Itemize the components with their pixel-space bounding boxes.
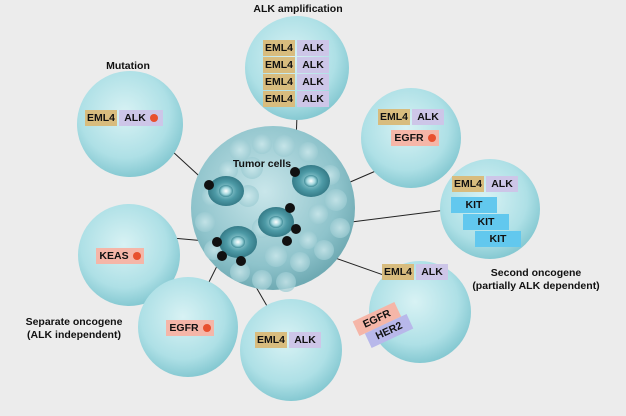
gene-kit: KIT: [451, 197, 497, 213]
gene-alk: ALK: [486, 176, 518, 192]
gene-eml4: EML4: [263, 57, 295, 73]
gene-alk: ALK: [297, 57, 329, 73]
gene-eml4: EML4: [85, 110, 117, 126]
gene-alk: ALK: [297, 40, 329, 56]
gene-eml4: EML4: [452, 176, 484, 192]
gene-eml4: EML4: [382, 264, 414, 280]
gene-alk-mutated: ALK: [119, 110, 163, 126]
gene-kit: KIT: [463, 214, 509, 230]
label-alk-amplification: ALK amplification: [253, 3, 343, 15]
label-mutation: Mutation: [106, 60, 150, 72]
gene-egfr-label: EGFR: [169, 322, 199, 334]
gene-eml4: EML4: [263, 74, 295, 90]
gene-keas-label: KEAS: [99, 250, 129, 262]
gene-alk: ALK: [297, 91, 329, 107]
gene-alk: ALK: [297, 74, 329, 90]
gene-kit: KIT: [475, 231, 521, 247]
label-separate-oncogene: Separate oncogene: [25, 316, 123, 328]
label-tumor-cells: Tumor cells: [232, 158, 292, 170]
gene-alk: ALK: [289, 332, 321, 348]
gene-keas-mutated: KEAS: [96, 248, 144, 264]
gene-alk: ALK: [416, 264, 448, 280]
gene-egfr-mutated: EGFR: [391, 130, 439, 146]
mutation-dot-icon: [132, 252, 141, 260]
gene-eml4: EML4: [378, 109, 410, 125]
gene-alk: ALK: [412, 109, 444, 125]
mutation-dot-icon: [202, 324, 211, 332]
gene-eml4: EML4: [255, 332, 287, 348]
gene-egfr-mutated: EGFR: [166, 320, 214, 336]
gene-alk-label: ALK: [124, 112, 146, 124]
label-second-oncogene-note: (partially ALK dependent): [472, 280, 600, 292]
label-second-oncogene: Second oncogene: [490, 267, 582, 279]
highlighted-tumor-cells: [208, 165, 330, 258]
label-separate-oncogene-note: (ALK independent): [27, 329, 121, 341]
gene-eml4: EML4: [263, 40, 295, 56]
gene-eml4: EML4: [263, 91, 295, 107]
mutation-dot-icon: [149, 114, 158, 122]
gene-egfr-label: EGFR: [394, 132, 424, 144]
mutation-dot-icon: [427, 134, 436, 142]
connection-dots: [204, 167, 301, 266]
